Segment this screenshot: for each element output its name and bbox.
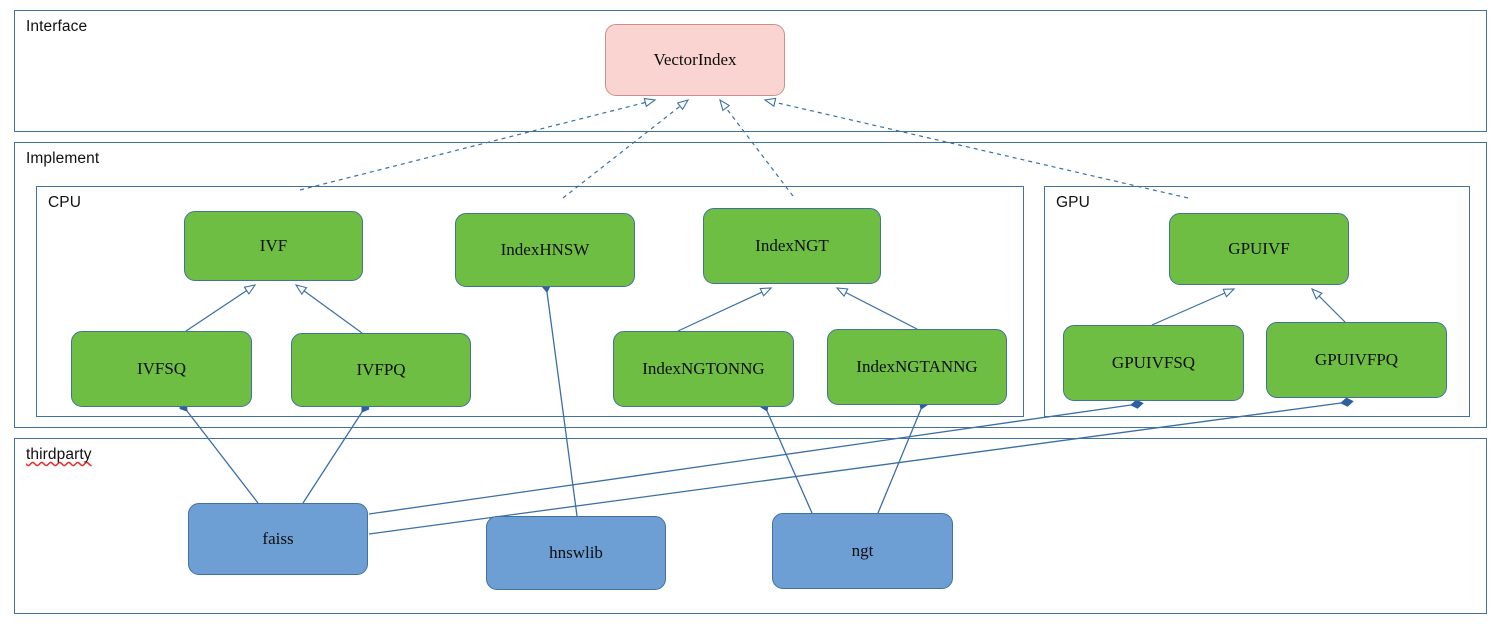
class-node-indexngt[interactable]: IndexNGT (703, 208, 881, 284)
class-node-indexngtonng[interactable]: IndexNGTONNG (613, 331, 794, 407)
edge-composition-ngt-to-indexngtonng (767, 411, 812, 513)
edge-inheritance-gpuivfsq-to-gpuivf (1152, 289, 1234, 325)
panel-gpu (1044, 186, 1470, 417)
class-node-ngt[interactable]: ngt (772, 513, 953, 589)
edge-realization-indexhnsw-to-vectorindex (563, 100, 688, 198)
edge-composition-ngt-to-indexngtanng (878, 409, 921, 513)
edge-composition-faiss-to-ivfpq (303, 412, 362, 503)
edge-inheritance-gpuivfpq-to-gpuivf (1312, 289, 1345, 322)
edge-composition-faiss-to-gpuivfsq (369, 405, 1131, 514)
class-node-hnswlib[interactable]: hnswlib (486, 516, 666, 590)
panel-cpu (36, 186, 1024, 417)
class-node-ivfpq[interactable]: IVFPQ (291, 333, 471, 407)
edge-realization-indexngt-to-vectorindex (720, 100, 793, 196)
class-node-vectorindex[interactable]: VectorIndex (605, 24, 785, 96)
class-node-gpuivf[interactable]: GPUIVF (1169, 213, 1349, 285)
edge-inheritance-ivfsq-to-ivf (186, 285, 255, 331)
edge-composition-faiss-to-ivfsq (187, 411, 258, 503)
class-node-indexhnsw[interactable]: IndexHNSW (455, 213, 635, 287)
class-node-gpuivfpq[interactable]: GPUIVFPQ (1266, 322, 1447, 398)
class-node-ivfsq[interactable]: IVFSQ (71, 331, 252, 407)
edge-realization-ivf-to-vectorindex (300, 100, 655, 190)
edge-composition-hnswlib-to-indexhnsw (547, 292, 577, 516)
edge-inheritance-indexngtonng-to-indexngt (678, 288, 771, 331)
panel-label-cpu: CPU (48, 194, 82, 211)
class-node-gpuivfsq[interactable]: GPUIVFSQ (1063, 325, 1244, 401)
edge-composition-faiss-to-gpuivfpq (369, 403, 1341, 534)
class-node-ivf[interactable]: IVF (184, 211, 363, 281)
panel-thirdparty (14, 438, 1487, 614)
panel-interface (14, 10, 1487, 132)
edge-realization-gpuivf-to-vectorindex (765, 100, 1188, 198)
edge-inheritance-ivfpq-to-ivf (296, 285, 362, 333)
panel-label-interface: Interface (26, 18, 88, 35)
edge-inheritance-indexngtanng-to-indexngt (837, 288, 917, 329)
panel-label-gpu: GPU (1056, 194, 1090, 211)
panel-label-implement: Implement (26, 150, 100, 167)
panel-label-thirdparty: thirdparty (26, 446, 92, 463)
class-node-indexngtanng[interactable]: IndexNGTANNG (827, 329, 1007, 405)
class-node-faiss[interactable]: faiss (188, 503, 368, 575)
